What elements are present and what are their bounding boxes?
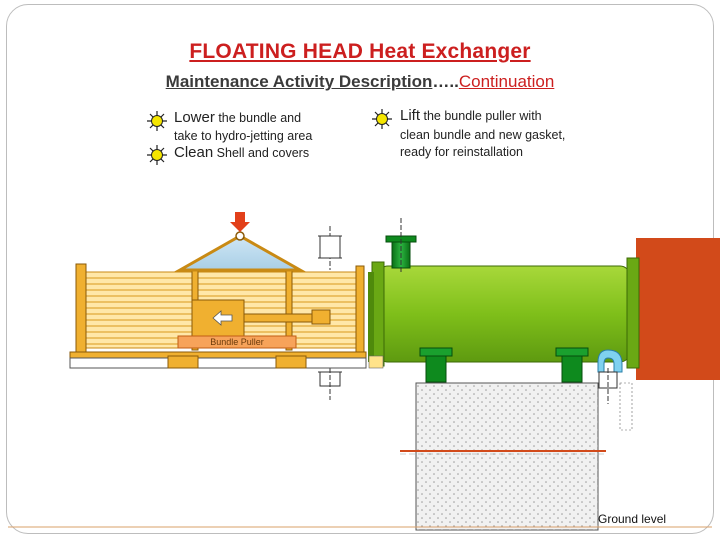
step-lift-bundle: Lift the bundle puller with <box>400 107 542 124</box>
ground-level-label: Ground level <box>598 512 667 526</box>
saddle-left <box>419 347 453 383</box>
left-arrow-icon <box>212 310 233 326</box>
slide-subtitle: Maintenance Activity Description…..Conti… <box>0 72 720 92</box>
sun-bullet-icon <box>372 109 392 129</box>
bundle-puller-label: Bundle Puller <box>210 337 264 347</box>
orange-panel <box>636 238 720 380</box>
flange-markers <box>318 218 618 404</box>
lifting-spreader <box>174 231 306 272</box>
sun-bullet-icon <box>147 145 167 165</box>
step-new-gasket: clean bundle and new gasket, <box>400 128 566 142</box>
down-arrow-icon <box>230 212 250 232</box>
exchanger-shell <box>368 257 640 369</box>
slide-title: FLOATING HEAD Heat Exchanger <box>189 40 531 63</box>
subtitle-dots: ….. <box>432 72 459 91</box>
saddle-right <box>555 347 589 383</box>
elbow-nozzle <box>597 349 623 373</box>
step-reinstallation: ready for reinstallation <box>400 145 523 159</box>
step-lower-bundle: Lower the bundle and <box>174 109 302 126</box>
subtitle-main: Maintenance Activity Description <box>165 72 433 91</box>
base-skid <box>69 351 367 369</box>
concrete-foundation <box>415 382 599 531</box>
sun-bullet-icon <box>147 111 167 131</box>
step-hydro-jetting: take to hydro-jetting area <box>174 129 313 143</box>
subtitle-continuation: Continuation <box>458 72 555 91</box>
step-clean-shell: Clean Shell and covers <box>174 144 310 161</box>
